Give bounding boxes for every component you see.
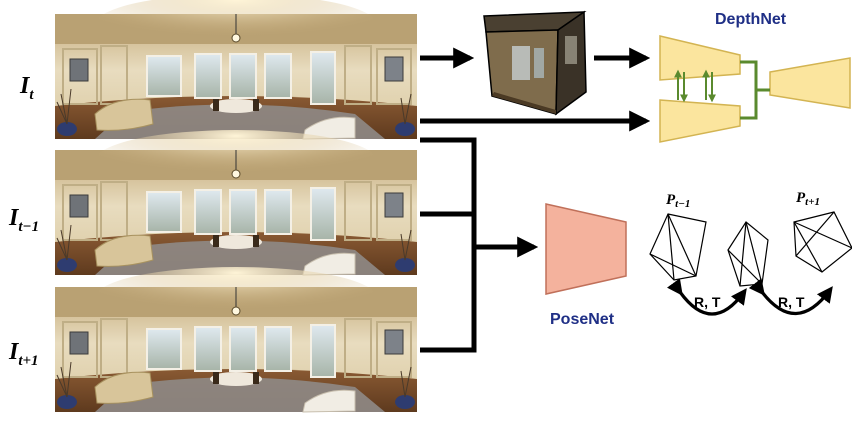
pose-label-t-minus-1: Pt−1 <box>666 192 691 210</box>
pose-label-t-plus-1: Pt+1 <box>796 190 820 208</box>
camera-pose-t-plus-1 <box>793 211 852 273</box>
depthnet-encoder-bottom <box>659 99 741 143</box>
frame-label-t: It <box>20 73 34 103</box>
camera-pose-t-minus-1 <box>649 213 707 281</box>
relation-arrow-left <box>666 278 747 316</box>
frame-label-t-plus-1: It+1 <box>9 339 39 369</box>
arrow-frames-to-posenet <box>420 137 539 353</box>
depthnet-block <box>659 35 851 143</box>
posenet-block <box>545 203 627 295</box>
relation-label-right: R, T <box>778 294 805 310</box>
panorama-frame-t-plus-1 <box>54 266 418 413</box>
depthnet-fusion-connector <box>740 60 770 120</box>
cubemap-icon <box>483 10 587 116</box>
camera-pose-t <box>727 221 769 287</box>
depthnet-decoder <box>769 57 851 109</box>
panorama-frame-t-minus-1 <box>54 129 418 276</box>
relation-label-left: R, T <box>694 294 721 310</box>
depthnet-title: DepthNet <box>715 11 787 28</box>
posenet-title: PoseNet <box>550 311 615 328</box>
relation-arrow-right <box>748 278 833 316</box>
frame-label-t-minus-1: It−1 <box>9 205 40 235</box>
panorama-frame-t <box>54 0 418 140</box>
depthnet-encoder-top <box>659 35 741 81</box>
